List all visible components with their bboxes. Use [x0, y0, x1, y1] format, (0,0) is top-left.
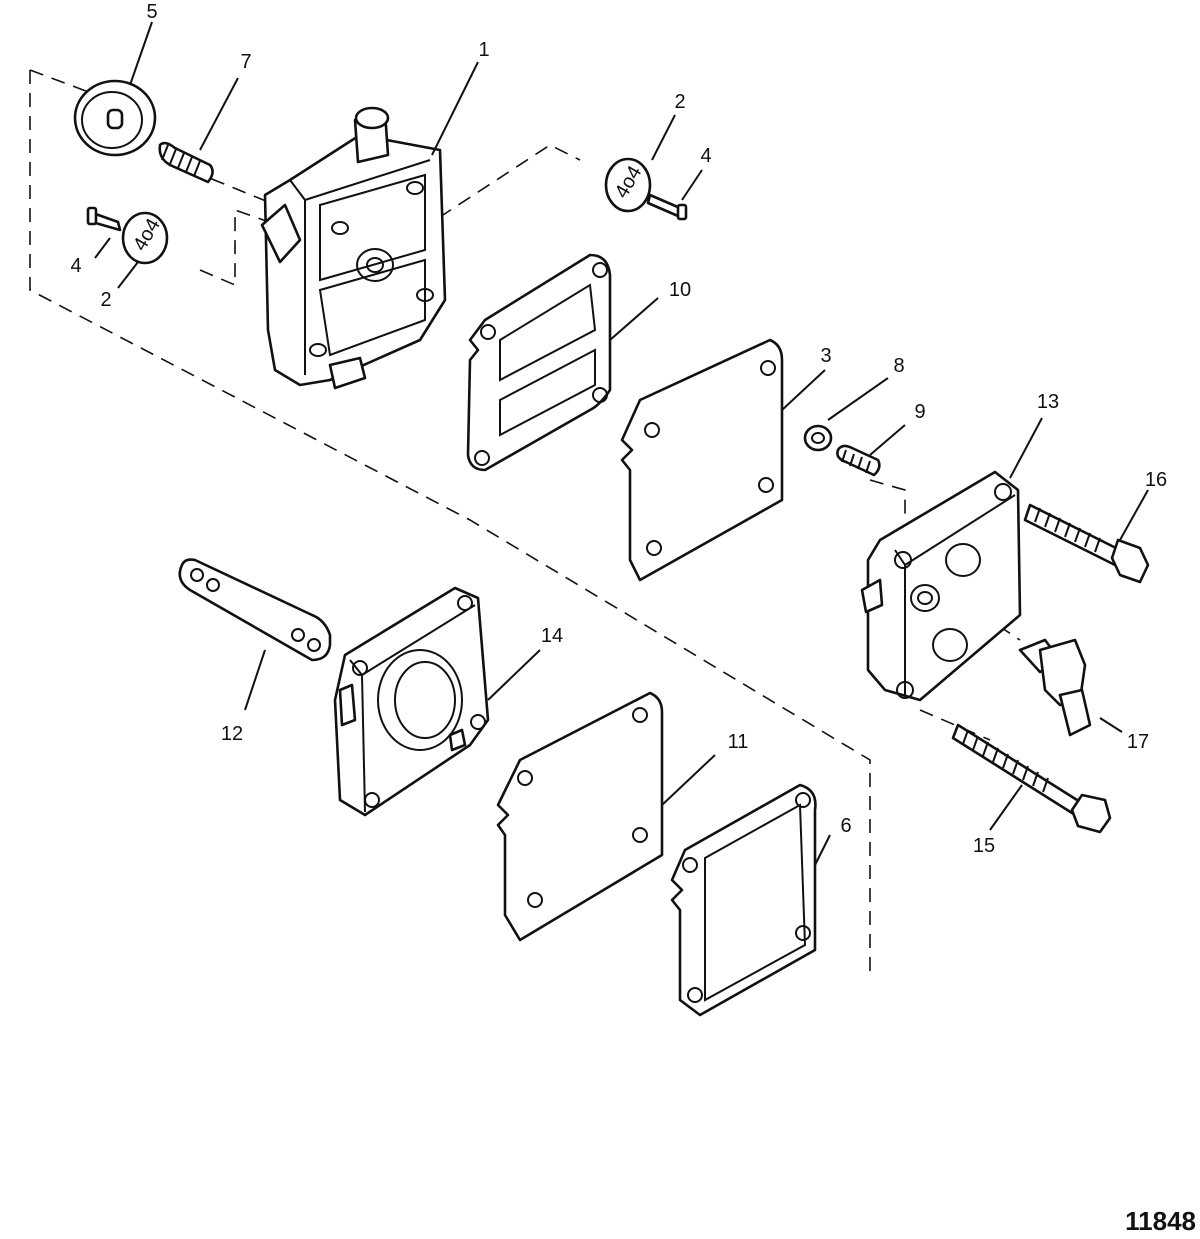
callout-4-left: 4 [70, 255, 81, 277]
figure-number: 11848 [1125, 1206, 1196, 1236]
callout-15: 15 [973, 835, 995, 857]
part-12-strap [178, 558, 332, 662]
callout-6: 5 [146, 1, 157, 23]
callout-11: 6 [840, 815, 851, 837]
part-16-bolt [1023, 503, 1150, 584]
callout-3: 3 [820, 345, 831, 367]
part-6-diaphragm-cap [73, 79, 157, 157]
callout-labels: 5 7 1 2 4 4 2 10 3 8 9 13 16 14 12 11 17… [70, 1, 1167, 857]
callout-4-right: 4 [700, 145, 711, 167]
part-8-cup [803, 424, 833, 452]
callout-12: 12 [221, 723, 243, 745]
part-13-cover [860, 470, 1022, 702]
leader-lines [94, 21, 1149, 866]
part-17-elbow-fitting [1018, 638, 1092, 737]
part-15-bolt [951, 723, 1112, 834]
callout-9: 11 [728, 731, 749, 753]
part-1-pump-body [260, 106, 447, 390]
callout-14: 14 [541, 625, 563, 647]
part-3-diaphragm [620, 338, 784, 582]
callout-1: 1 [478, 39, 489, 61]
callout-10: 10 [669, 279, 691, 301]
part-2-disc-left: 4o4 [121, 211, 169, 265]
part-11-gasket [670, 783, 817, 1017]
part-7-spring [836, 444, 881, 477]
callout-8: 8 [893, 355, 904, 377]
callout-13: 13 [1037, 391, 1059, 413]
part-4-pin-left [86, 206, 122, 232]
callout-17: 17 [1127, 731, 1149, 753]
part-9-diaphragm [496, 691, 664, 942]
part-14-base [333, 586, 490, 817]
part-5-spring [158, 141, 214, 184]
callout-7: 9 [914, 401, 925, 423]
callout-2-right: 2 [674, 91, 685, 113]
part-4-pin-right [646, 193, 688, 221]
callout-5: 7 [240, 51, 251, 73]
part-2-disc-right: 4o4 [604, 157, 652, 213]
part-10-gasket [466, 253, 612, 472]
callout-2-left: 2 [100, 289, 111, 311]
callout-16: 16 [1145, 469, 1167, 491]
